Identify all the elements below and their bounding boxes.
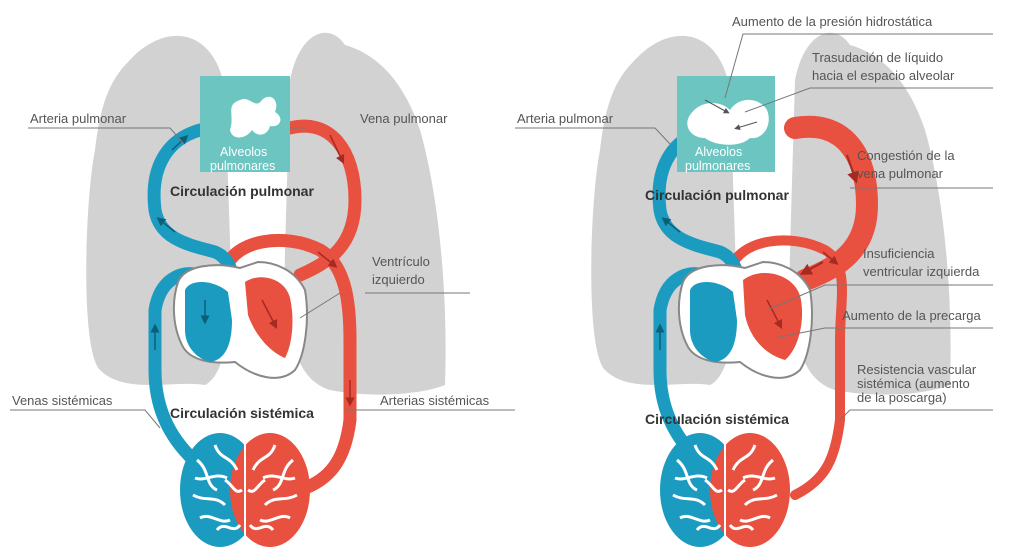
label-insuficiencia-line1: Insuficiencia <box>863 246 935 261</box>
label-trasudacion-line2: hacia el espacio alveolar <box>812 68 955 83</box>
label-arteria-pulmonar-right: Arteria pulmonar <box>517 111 614 126</box>
label-presion-hidrostatica: Aumento de la presión hidrostática <box>732 14 933 29</box>
title-circulacion-sistemica-left: Circulación sistémica <box>170 405 314 421</box>
right-diagram: Arteria pulmonar Alveolos pulmonares Cir… <box>515 14 993 547</box>
title-circulacion-pulmonar-left: Circulación pulmonar <box>170 183 314 199</box>
label-resistencia-line1: Resistencia vascular <box>857 362 977 377</box>
title-circulacion-pulmonar-right: Circulación pulmonar <box>645 187 789 203</box>
label-ventriculo-line1: Ventrículo <box>372 254 430 269</box>
label-alveolos-line2-left: pulmonares <box>210 159 275 173</box>
capillary-bed-right <box>660 433 790 547</box>
right-heart-right <box>690 282 737 362</box>
label-congestion-line1: Congestión de la <box>857 148 955 163</box>
label-arteria-pulmonar-left: Arteria pulmonar <box>30 111 127 126</box>
capillary-bed-left <box>180 433 310 547</box>
label-resistencia-line2: sistémica (aumento <box>857 376 970 391</box>
label-ventriculo-line2: izquierdo <box>372 272 425 287</box>
label-alveolos-line2-right: pulmonares <box>685 159 750 173</box>
label-resistencia-line3: de la poscarga) <box>857 390 947 405</box>
label-insuficiencia-line2: ventricular izquierda <box>863 264 980 279</box>
left-diagram: Arteria pulmonar Vena pulmonar Alveolos … <box>10 33 515 547</box>
label-venas-sistemicas: Venas sistémicas <box>12 393 113 408</box>
right-heart-left <box>185 282 232 362</box>
label-arterias-sistemicas: Arterias sistémicas <box>380 393 490 408</box>
label-precarga: Aumento de la precarga <box>842 308 982 323</box>
title-circulacion-sistemica-right: Circulación sistémica <box>645 411 789 427</box>
label-alveolos-line1-left: Alveolos <box>220 145 267 159</box>
label-alveolos-line1-right: Alveolos <box>695 145 742 159</box>
label-congestion-line2: vena pulmonar <box>857 166 944 181</box>
label-vena-pulmonar-left: Vena pulmonar <box>360 111 448 126</box>
label-trasudacion-line1: Trasudación de líquido <box>812 50 943 65</box>
